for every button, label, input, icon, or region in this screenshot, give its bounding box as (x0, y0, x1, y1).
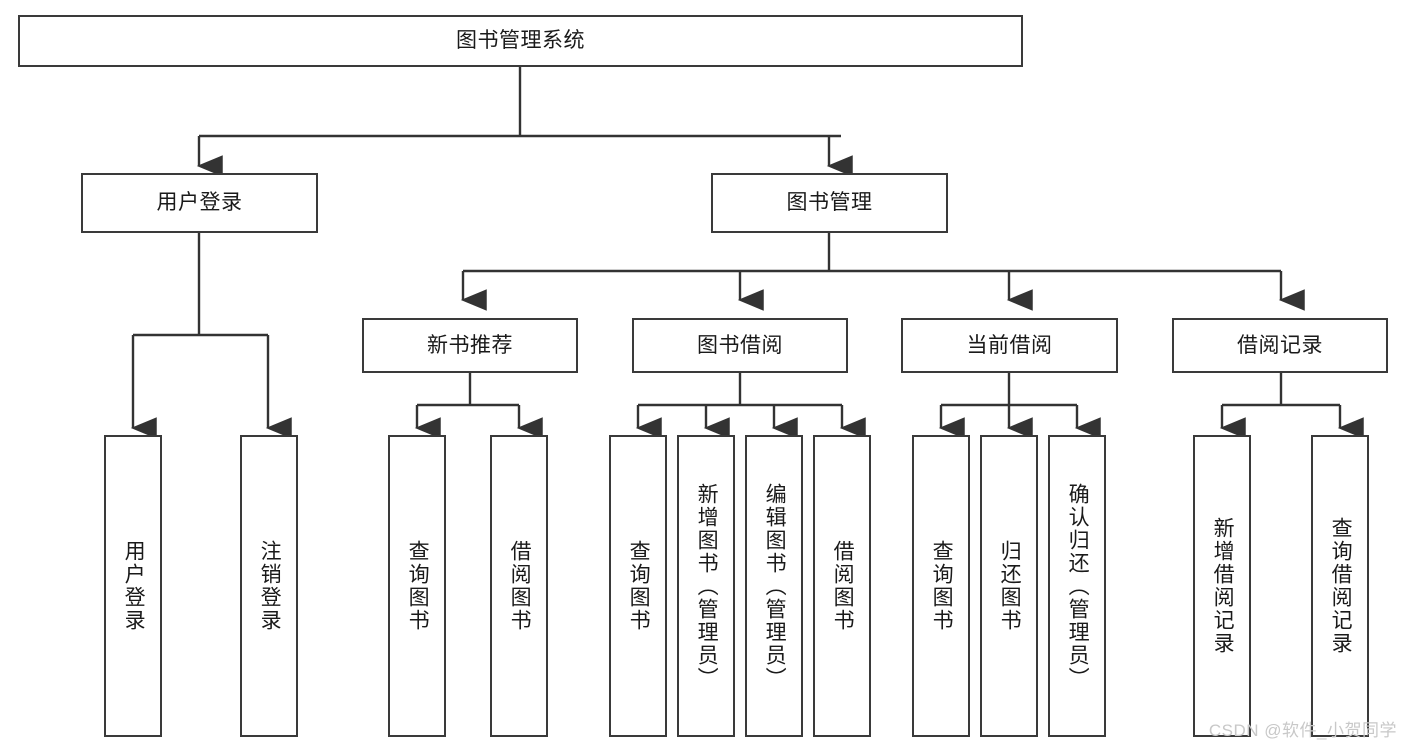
node-root-label: 图书管理系统 (456, 29, 585, 53)
node-leaf-edit-book[interactable]: 编辑图书（管理员） (745, 435, 803, 737)
node-root[interactable]: 图书管理系统 (18, 15, 1023, 67)
node-user-login[interactable]: 用户登录 (81, 173, 318, 233)
node-new-book-recommend-label: 新书推荐 (427, 333, 513, 357)
node-new-book-recommend[interactable]: 新书推荐 (362, 318, 578, 373)
node-leaf-add-record-label: 新增借阅记录 (1211, 517, 1235, 655)
node-book-management-label: 图书管理 (786, 191, 873, 215)
node-leaf-edit-book-label: 编辑图书（管理员） (763, 482, 787, 690)
node-leaf-query-record[interactable]: 查询借阅记录 (1311, 435, 1369, 737)
node-leaf-add-book[interactable]: 新增图书（管理员） (677, 435, 735, 737)
node-book-borrow-label: 图书借阅 (697, 333, 783, 357)
node-leaf-query-book-2-label: 查询图书 (627, 540, 651, 632)
node-leaf-query-book-3-label: 查询图书 (930, 540, 954, 632)
node-leaf-return-book[interactable]: 归还图书 (980, 435, 1038, 737)
node-leaf-borrow-book-2-label: 借阅图书 (831, 540, 855, 632)
node-leaf-query-book-2[interactable]: 查询图书 (609, 435, 667, 737)
node-leaf-borrow-book-1[interactable]: 借阅图书 (490, 435, 548, 737)
node-leaf-add-record[interactable]: 新增借阅记录 (1193, 435, 1251, 737)
node-leaf-logout-login[interactable]: 注销登录 (240, 435, 298, 737)
node-leaf-query-book-1[interactable]: 查询图书 (388, 435, 446, 737)
node-leaf-logout-login-label: 注销登录 (258, 540, 282, 632)
node-book-management[interactable]: 图书管理 (711, 173, 948, 233)
node-current-borrow[interactable]: 当前借阅 (901, 318, 1118, 373)
node-leaf-query-record-label: 查询借阅记录 (1329, 517, 1353, 655)
node-leaf-query-book-1-label: 查询图书 (406, 540, 430, 632)
node-leaf-add-book-label: 新增图书（管理员） (695, 482, 719, 690)
node-user-login-label: 用户登录 (156, 191, 243, 215)
node-leaf-confirm-return-label: 确认归还（管理员） (1066, 482, 1090, 690)
node-leaf-user-login-label: 用户登录 (122, 540, 146, 632)
node-leaf-confirm-return[interactable]: 确认归还（管理员） (1048, 435, 1106, 737)
node-borrow-record-label: 借阅记录 (1237, 333, 1323, 357)
node-current-borrow-label: 当前借阅 (966, 333, 1053, 357)
node-leaf-user-login[interactable]: 用户登录 (104, 435, 162, 737)
node-leaf-borrow-book-2[interactable]: 借阅图书 (813, 435, 871, 737)
node-leaf-query-book-3[interactable]: 查询图书 (912, 435, 970, 737)
csdn-watermark: CSDN @软件_小贺同学 (1208, 721, 1397, 740)
node-book-borrow[interactable]: 图书借阅 (632, 318, 848, 373)
node-borrow-record[interactable]: 借阅记录 (1172, 318, 1388, 373)
node-leaf-return-book-label: 归还图书 (998, 540, 1022, 632)
node-leaf-borrow-book-1-label: 借阅图书 (508, 540, 532, 632)
